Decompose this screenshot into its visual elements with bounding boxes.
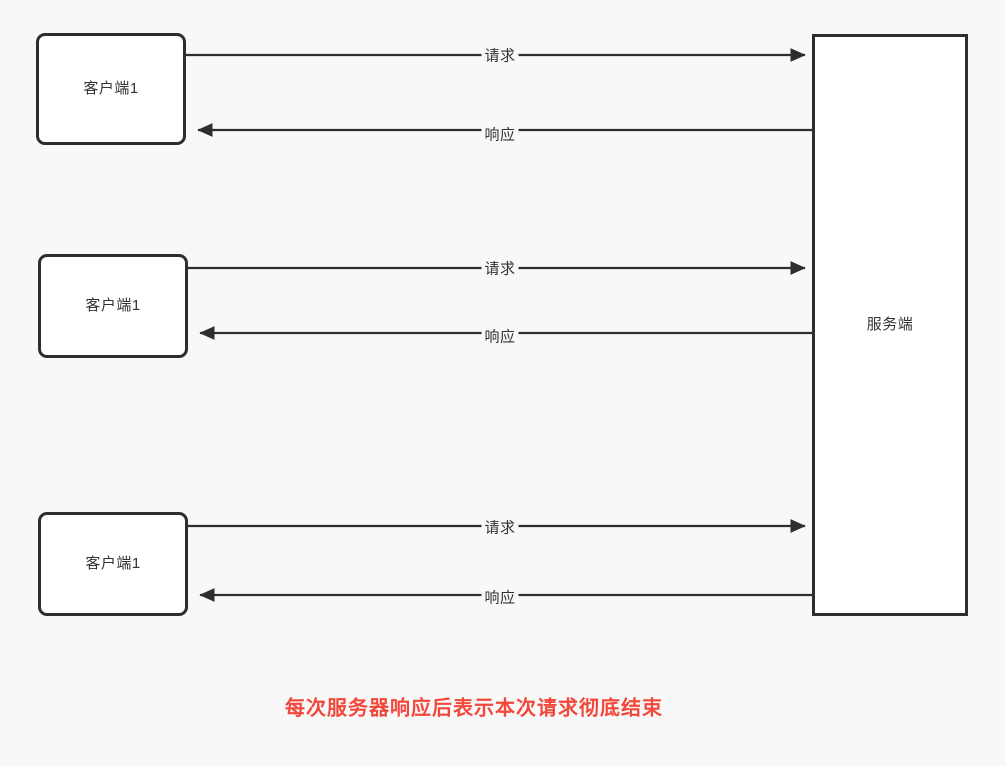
edge-label-request-2: 请求	[481, 257, 519, 279]
node-client-3-label: 客户端1	[85, 555, 141, 572]
diagram-caption: 每次服务器响应后表示本次请求彻底结束	[285, 697, 663, 720]
edge-label-response-3: 响应	[481, 586, 519, 608]
edge-label-response-2: 响应	[481, 325, 519, 347]
edge-label-request-1: 请求	[481, 44, 519, 66]
edge-label-response-1: 响应	[481, 123, 519, 145]
node-client-1[interactable]: 客户端1	[36, 33, 186, 145]
node-server-label: 服务端	[866, 316, 914, 333]
edge-label-request-3: 请求	[481, 516, 519, 538]
node-server[interactable]: 服务端	[812, 34, 968, 616]
node-client-2-label: 客户端1	[85, 297, 141, 314]
node-client-2[interactable]: 客户端1	[38, 254, 188, 358]
node-client-3[interactable]: 客户端1	[38, 512, 188, 616]
node-client-1-label: 客户端1	[83, 80, 139, 97]
